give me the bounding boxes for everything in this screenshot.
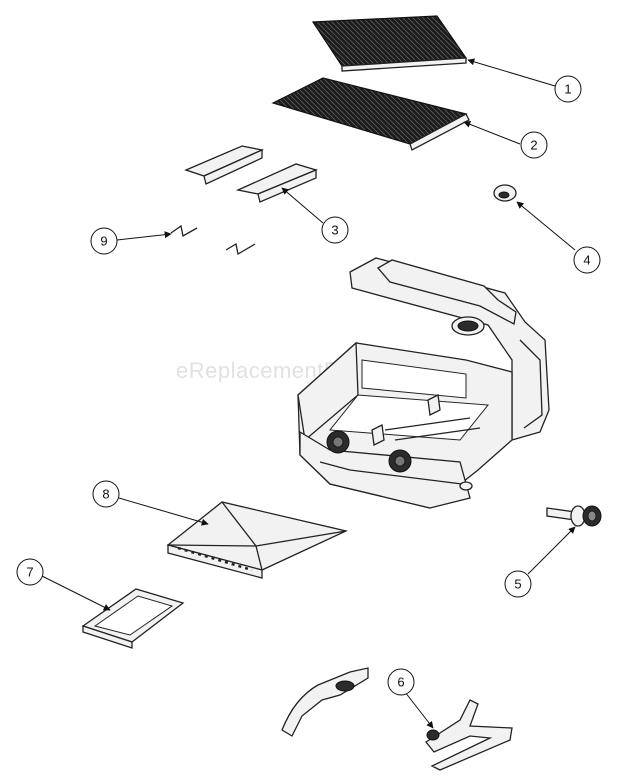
svg-text:5: 5 <box>514 577 521 592</box>
heat-tent <box>184 145 318 203</box>
valve-regulator <box>546 505 602 527</box>
hinge-pin <box>170 224 256 256</box>
svg-text:8: 8 <box>102 487 109 502</box>
callout-4: 4 <box>573 246 601 274</box>
callout-1: 1 <box>554 75 582 103</box>
svg-text:1: 1 <box>564 82 571 97</box>
control-knob <box>493 184 517 202</box>
callout-3: 3 <box>321 216 349 244</box>
svg-text:2: 2 <box>530 138 537 153</box>
leader-lines <box>41 58 576 729</box>
leg-stand <box>281 667 513 771</box>
svg-text:3: 3 <box>331 223 338 238</box>
svg-text:7: 7 <box>26 565 33 580</box>
callout-5: 5 <box>504 570 532 598</box>
grill-body <box>297 257 550 509</box>
svg-text:9: 9 <box>100 234 107 249</box>
callout-9: 9 <box>90 227 118 255</box>
grease-tray <box>81 588 185 649</box>
svg-text:6: 6 <box>397 675 404 690</box>
upper-cooking-grate <box>311 15 468 72</box>
callout-7: 7 <box>16 558 44 586</box>
callout-8: 8 <box>92 480 120 508</box>
drip-pan <box>166 501 348 579</box>
callout-6: 6 <box>387 668 415 696</box>
svg-text:4: 4 <box>583 253 590 268</box>
lower-cooking-grate <box>271 77 470 151</box>
callout-2: 2 <box>520 131 548 159</box>
